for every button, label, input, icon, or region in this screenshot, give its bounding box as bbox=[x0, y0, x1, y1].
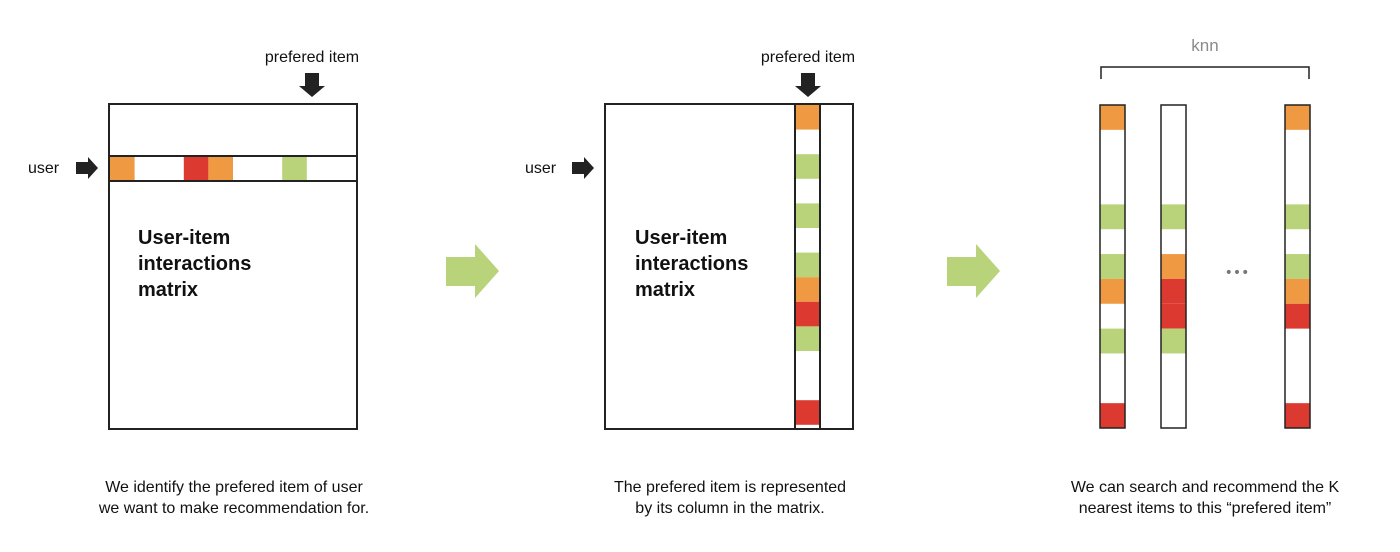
user-row-outline bbox=[108, 155, 358, 182]
caption-line: We identify the prefered item of user bbox=[105, 479, 363, 496]
interaction-cell bbox=[110, 157, 135, 180]
interaction-cell bbox=[1100, 278, 1125, 304]
caption-line: We can search and recommend the K bbox=[1070, 479, 1340, 496]
interaction-cell bbox=[1285, 254, 1310, 279]
interaction-cell bbox=[1100, 328, 1125, 354]
panel-2: prefered item user User-item interaction… bbox=[525, 49, 855, 430]
column-outline bbox=[1099, 104, 1126, 429]
interaction-cell bbox=[796, 277, 819, 302]
interaction-cell bbox=[1285, 403, 1310, 428]
interaction-cell bbox=[1100, 254, 1125, 279]
column-outline bbox=[1160, 104, 1187, 429]
interaction-cell bbox=[1285, 105, 1310, 130]
interaction-cell bbox=[208, 157, 233, 180]
interaction-cell bbox=[796, 326, 819, 351]
interaction-cell bbox=[796, 105, 819, 130]
caption-line: nearest items to this “prefered item” bbox=[1078, 500, 1332, 517]
caption-panel-2: The prefered item is represented by its … bbox=[560, 477, 900, 519]
right-arrow-icon bbox=[572, 157, 594, 179]
matrix-title-line: interactions bbox=[635, 253, 748, 275]
interaction-cell bbox=[1100, 403, 1125, 428]
matrix-title: User-item interactions matrix bbox=[138, 227, 257, 301]
panel-3: knn ••• bbox=[1099, 36, 1311, 429]
user-label: user bbox=[525, 160, 557, 177]
caption-line: we want to make recommendation for. bbox=[98, 500, 370, 517]
knn-label: knn bbox=[1191, 36, 1218, 55]
user-label: user bbox=[28, 160, 60, 177]
knn-bracket bbox=[1100, 66, 1310, 79]
matrix-title-line: matrix bbox=[138, 279, 198, 301]
interaction-cell bbox=[796, 301, 819, 327]
caption-panel-3: We can search and recommend the K neares… bbox=[1035, 477, 1375, 519]
ellipsis-icon: ••• bbox=[1225, 265, 1250, 281]
matrix-title-line: interactions bbox=[138, 253, 251, 275]
caption-line: The prefered item is represented bbox=[613, 479, 847, 496]
item-column bbox=[796, 105, 819, 425]
item-column-outline bbox=[794, 103, 821, 430]
matrix-title: User-item interactions matrix bbox=[635, 227, 754, 301]
neighbor-column bbox=[1160, 104, 1187, 429]
next-step-arrow-icon bbox=[446, 244, 499, 298]
interaction-cell bbox=[1161, 204, 1186, 230]
interaction-cell bbox=[1285, 278, 1310, 304]
interaction-cell bbox=[183, 157, 209, 180]
interaction-cell bbox=[1161, 278, 1186, 304]
interaction-cell bbox=[1285, 303, 1310, 329]
matrix-title-line: User-item bbox=[635, 227, 727, 249]
right-arrow-icon bbox=[76, 157, 98, 179]
neighbor-column bbox=[1099, 104, 1126, 429]
matrix-title-line: User-item bbox=[138, 227, 230, 249]
interaction-cell bbox=[1100, 204, 1125, 230]
user-row bbox=[110, 157, 307, 180]
interaction-cell bbox=[796, 154, 819, 179]
interaction-cell bbox=[1161, 254, 1186, 279]
caption-line: by its column in the matrix. bbox=[635, 500, 825, 517]
interaction-cell bbox=[282, 157, 307, 180]
interaction-cell bbox=[796, 400, 819, 425]
column-outline bbox=[1284, 104, 1311, 429]
neighbor-columns bbox=[1099, 104, 1311, 429]
prefered-item-label: prefered item bbox=[761, 49, 855, 66]
down-arrow-icon bbox=[795, 73, 821, 97]
neighbor-column bbox=[1284, 104, 1311, 429]
caption-panel-1: We identify the prefered item of user we… bbox=[64, 477, 404, 519]
interaction-cell bbox=[796, 252, 819, 278]
interaction-cell bbox=[796, 203, 819, 228]
interaction-cell bbox=[1161, 328, 1186, 354]
down-arrow-icon bbox=[299, 73, 325, 97]
panel-1: prefered item user User-item interaction… bbox=[28, 49, 359, 430]
interaction-cell bbox=[1285, 204, 1310, 230]
interaction-cell bbox=[1100, 105, 1125, 130]
interaction-cell bbox=[1161, 303, 1186, 329]
matrix-title-line: matrix bbox=[635, 279, 695, 301]
prefered-item-label: prefered item bbox=[265, 49, 359, 66]
next-step-arrow-icon bbox=[947, 244, 1000, 298]
